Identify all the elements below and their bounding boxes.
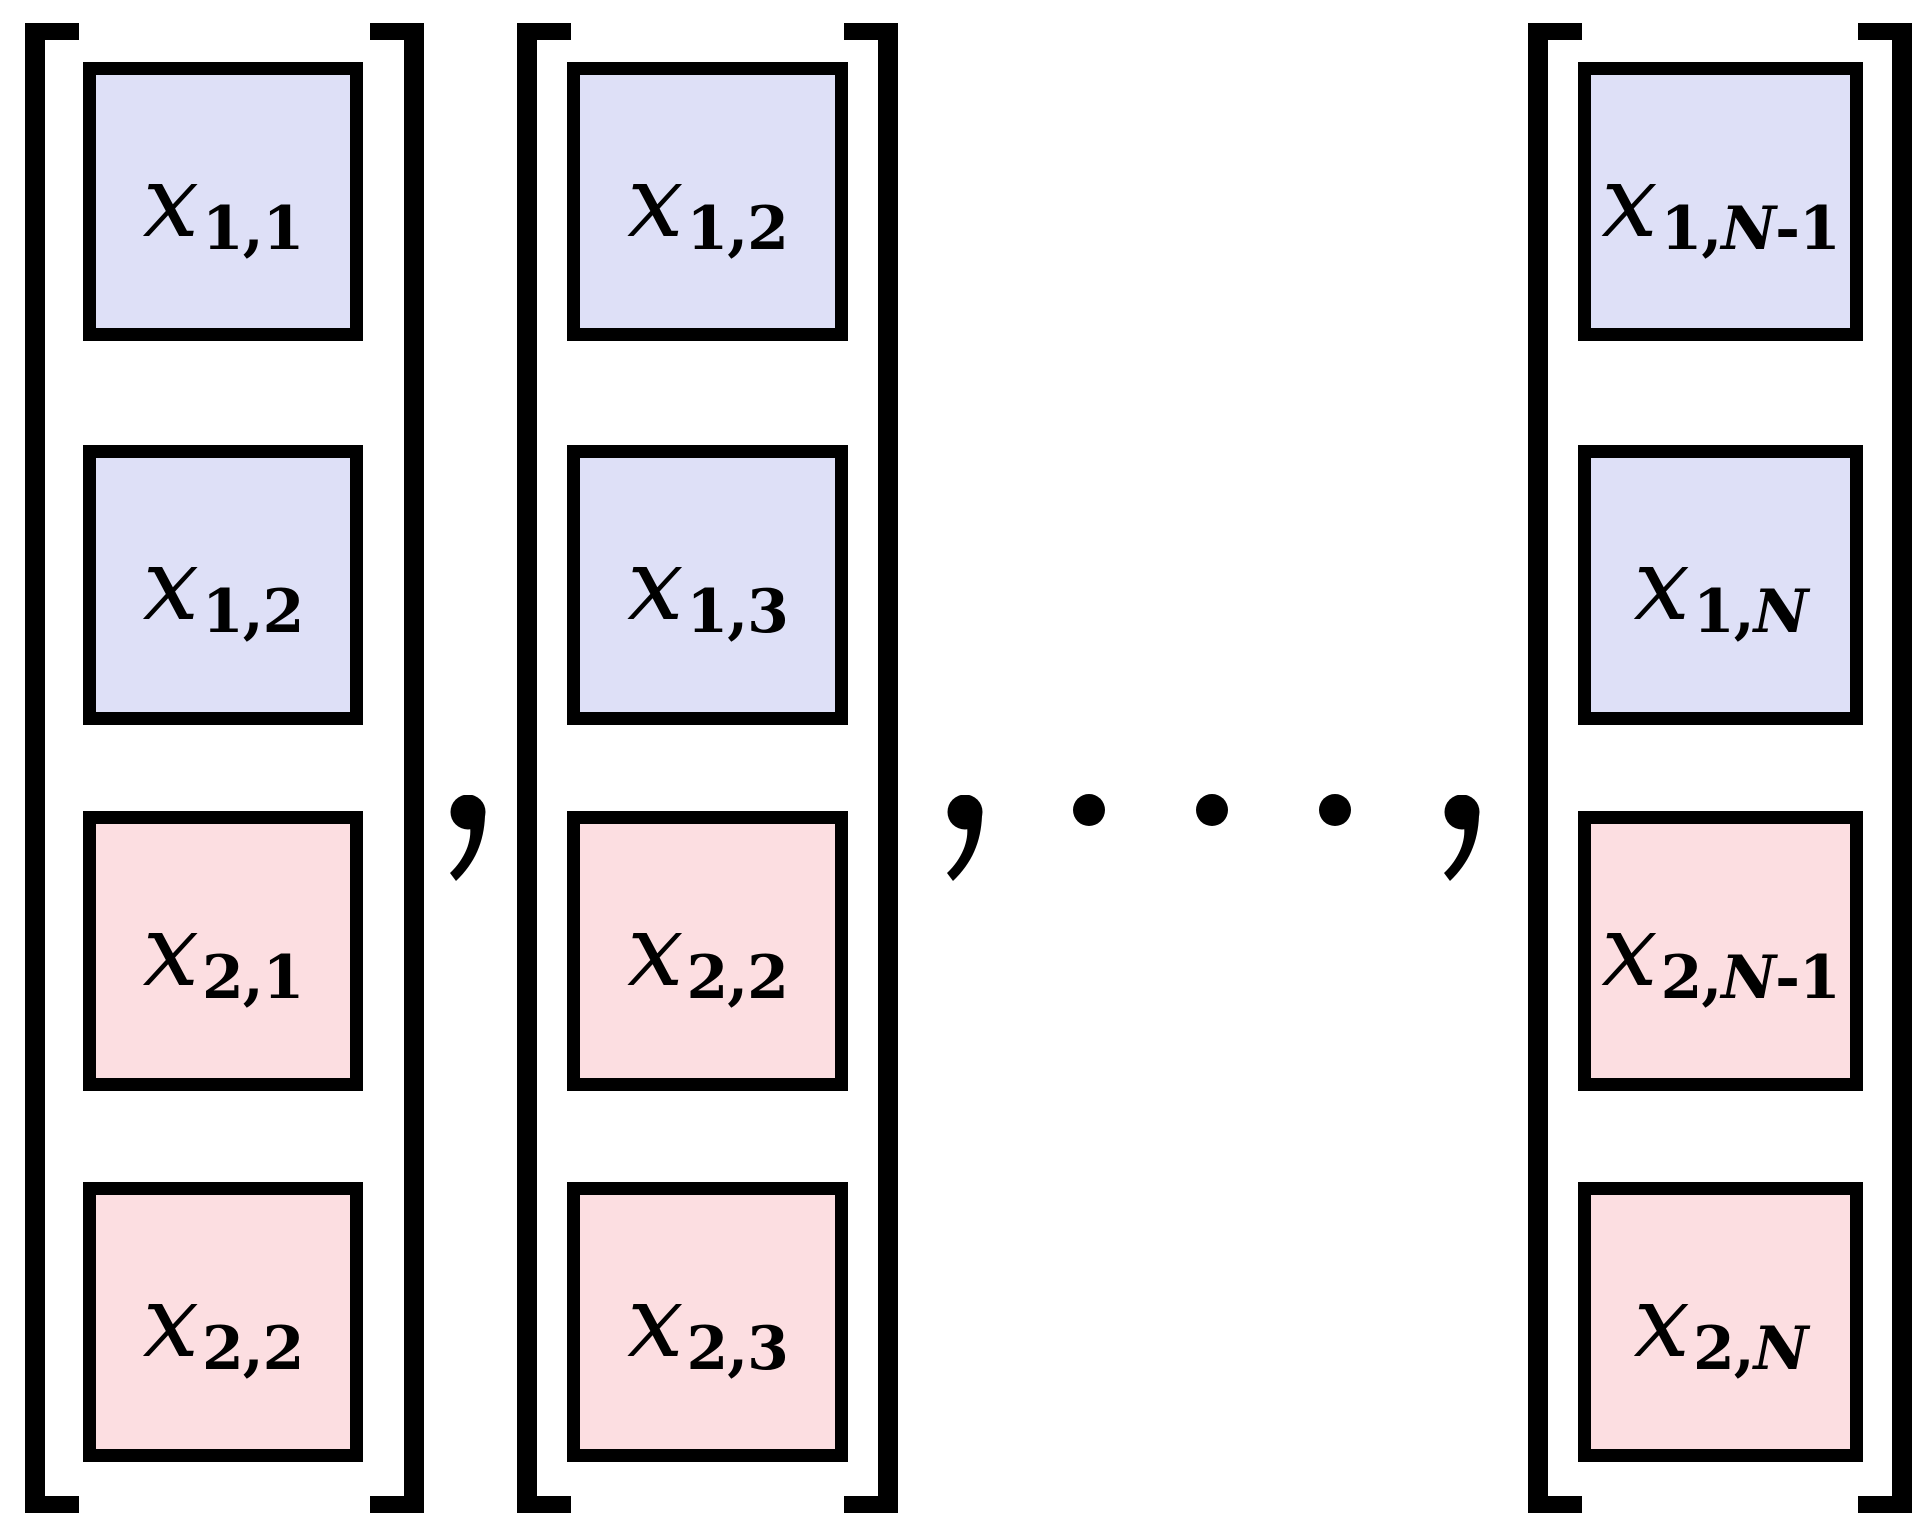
right-bracket: [844, 23, 898, 1513]
ellipsis-dot: [1196, 794, 1228, 826]
left-bracket: [1528, 23, 1582, 1513]
left-bracket: [517, 23, 571, 1513]
comma-separator: [450, 795, 488, 883]
comma-separator: [1444, 795, 1482, 883]
right-bracket: [1858, 23, 1912, 1513]
comma-separator: [947, 795, 985, 883]
left-bracket: [25, 23, 79, 1513]
ellipsis-dot: [1073, 794, 1105, 826]
ellipsis-dot: [1319, 794, 1351, 826]
right-bracket: [370, 23, 424, 1513]
